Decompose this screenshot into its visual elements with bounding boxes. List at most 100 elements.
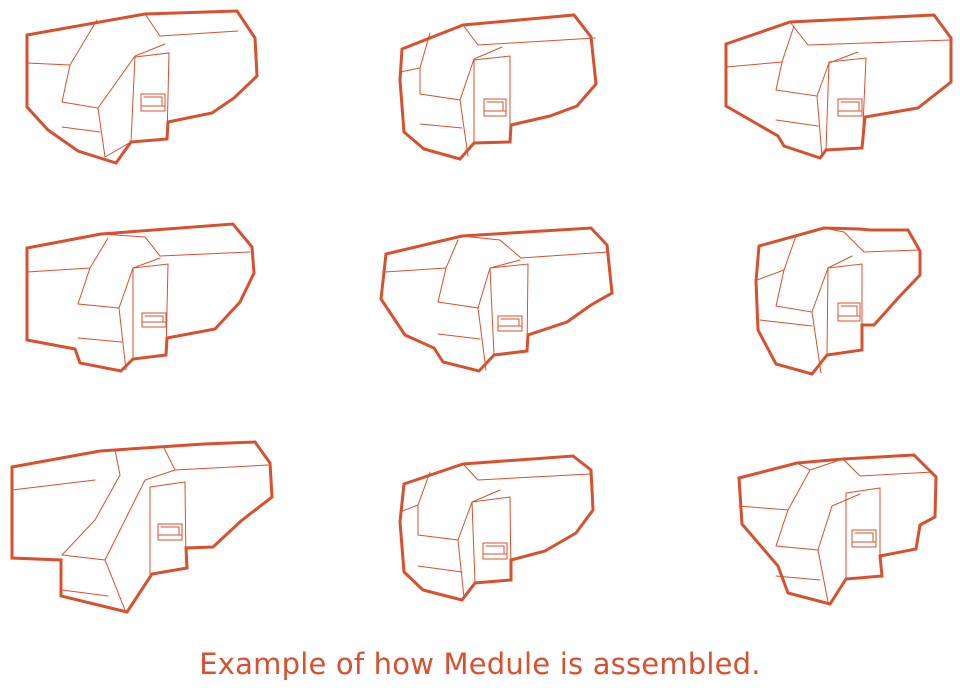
module-edge-line [775, 235, 797, 307]
module-edge-line [775, 469, 811, 547]
module-slot-inner [837, 305, 861, 317]
module-edge-line [417, 565, 463, 573]
module-slot-inner [851, 532, 877, 543]
module-edge-line [828, 57, 867, 149]
module-slot-inner [482, 545, 508, 555]
module-edge-line [811, 255, 853, 313]
module-variant-5 [379, 226, 614, 373]
module-slot [851, 529, 877, 548]
module-edge-line [473, 55, 511, 143]
module-edge-line [77, 303, 127, 371]
module-edge-line [11, 479, 96, 491]
module-edge-line [462, 24, 596, 46]
module-edge-line [845, 487, 881, 557]
module-edge-line [149, 481, 187, 569]
module-slot [837, 98, 863, 117]
module-outline [398, 13, 598, 161]
module-slot [837, 302, 861, 322]
module-edge-line [399, 67, 421, 73]
module-edge-line [61, 126, 101, 133]
module-edge-line [817, 493, 861, 551]
module-edge-line [61, 19, 98, 103]
module-variant-3 [724, 13, 953, 160]
module-edge-line [775, 545, 829, 603]
module-edge-line [759, 319, 813, 327]
module-variant-6 [754, 226, 922, 376]
module-edge-line [457, 489, 501, 541]
module-edge-line [471, 496, 512, 581]
module-slot-inner [157, 526, 183, 536]
module-edge-line [826, 267, 829, 356]
module-edge-line [459, 46, 503, 101]
module-edge-line [419, 123, 463, 129]
module-edge-line [100, 233, 251, 257]
module-edge-line [775, 575, 821, 581]
module-edge-line [489, 267, 495, 356]
module-slot [497, 315, 523, 332]
module-slot-inner [483, 101, 507, 112]
module-slot [483, 98, 507, 117]
module-slot-inner [141, 315, 167, 323]
module-variant-2 [398, 13, 598, 161]
module-variant-9 [737, 453, 938, 606]
module-edge-line [462, 463, 591, 481]
module-edge-line [77, 237, 109, 305]
module-slot [157, 523, 183, 541]
module-edge-line [104, 141, 132, 158]
module-edge-line [132, 263, 169, 356]
module-edge-line [825, 61, 830, 151]
module-edge-line [789, 21, 951, 46]
module-slot [482, 542, 508, 560]
module-outline [379, 226, 614, 373]
module-edge-line [738, 505, 789, 511]
module-edge-line [756, 269, 785, 281]
module-edge-line [384, 267, 447, 273]
module-edge-line [437, 239, 459, 303]
module-edge-line [816, 51, 859, 97]
module-slot-inner [497, 318, 523, 327]
module-edge-line [26, 267, 91, 273]
module-outline [754, 226, 922, 376]
module-edge-line [796, 458, 934, 477]
module-slot-inner [837, 101, 863, 112]
module-edge-line [775, 119, 819, 127]
module-variant-1 [25, 9, 259, 165]
module-edge-line [61, 554, 126, 611]
module-edge-line [77, 337, 123, 343]
module-outline [737, 453, 938, 606]
module-outline [724, 13, 953, 160]
module-edge-line [775, 25, 795, 91]
caption: Example of how Medule is assembled. [199, 647, 761, 681]
module-edge-line [61, 589, 109, 597]
module-outline [398, 454, 595, 602]
module-edge-line [26, 62, 71, 66]
module-edge-line [417, 471, 431, 536]
module-edge-line [725, 61, 783, 68]
module-edge-line [471, 501, 476, 584]
module-edge-line [162, 445, 269, 471]
module-slot-inner [140, 96, 166, 107]
module-variant-4 [25, 222, 256, 373]
module-edge-line [61, 474, 121, 556]
module-edge-line [144, 13, 239, 37]
module-edge-line [437, 301, 487, 371]
module-edge-line [114, 449, 121, 476]
module-slot [141, 312, 167, 328]
module-variant-7 [10, 440, 274, 614]
module-edge-line [461, 235, 609, 259]
module-edge-line [437, 333, 481, 340]
module-edge-line [134, 52, 170, 140]
module-edge-line [130, 55, 136, 143]
module-outline [25, 222, 256, 373]
module-edge-line [399, 504, 419, 513]
module-edge-line [823, 227, 919, 253]
module-variant-8 [398, 454, 595, 602]
module-edge-line [104, 469, 176, 561]
module-outline [25, 9, 259, 165]
module-outline [10, 440, 274, 614]
module-slot [140, 93, 166, 112]
module-edge-line [489, 263, 529, 352]
module-edge-line [775, 305, 822, 374]
module-edge-line [97, 43, 166, 109]
